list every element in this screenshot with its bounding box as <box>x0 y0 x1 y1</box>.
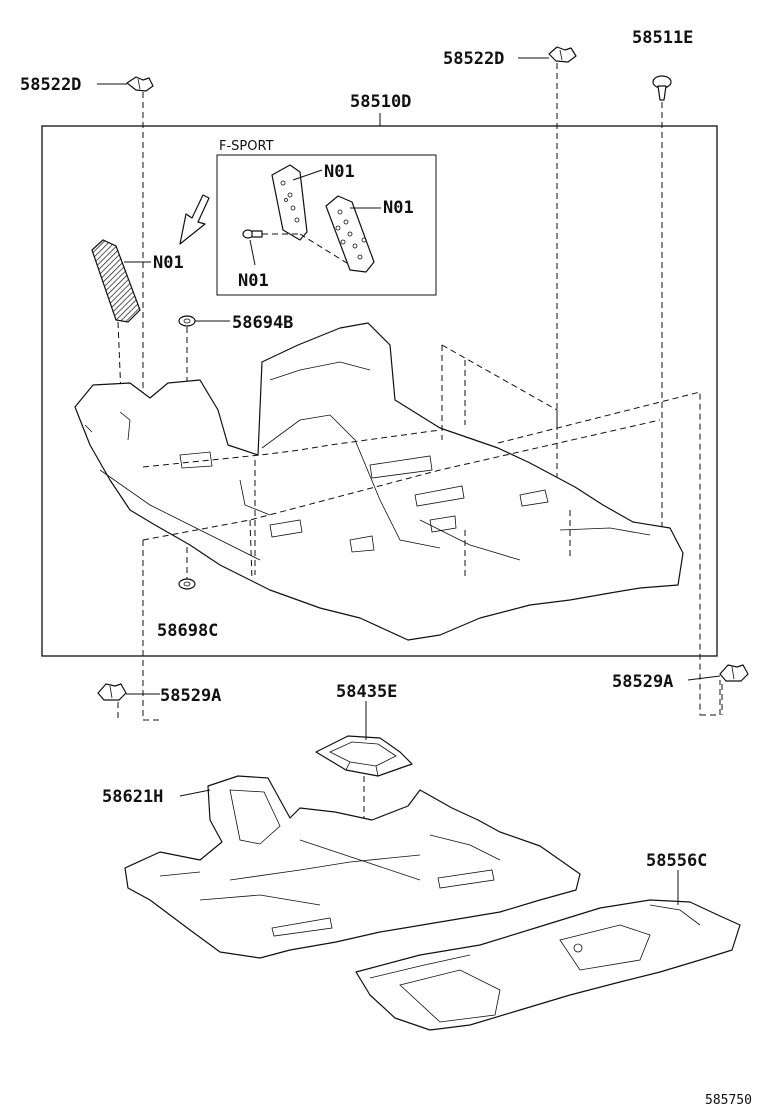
clip-58522D-right[interactable] <box>548 46 577 63</box>
brake-pedal-pad[interactable] <box>325 195 375 273</box>
carpet-dashed-outline <box>142 344 721 721</box>
label-58621H[interactable]: 58621H <box>102 787 163 807</box>
rear-silencer-58556C[interactable] <box>355 899 741 1031</box>
pedal-bolt[interactable] <box>242 229 263 239</box>
label-58511E[interactable]: 58511E <box>632 28 693 48</box>
accelerator-pedal-pad[interactable] <box>271 164 308 241</box>
diagram-code: 585750 <box>705 1093 752 1108</box>
tunnel-pad-58435E[interactable] <box>315 735 413 777</box>
clip-58522D-left[interactable] <box>126 76 154 92</box>
label-58698C[interactable]: 58698C <box>157 621 218 641</box>
floor-silencer-58621H[interactable] <box>124 775 581 959</box>
label-58694B[interactable]: 58694B <box>232 313 293 333</box>
floor-carpet[interactable] <box>74 322 684 641</box>
label-58510D[interactable]: 58510D <box>350 92 411 112</box>
clip-58529A-right[interactable] <box>719 664 749 682</box>
direction-arrow <box>179 194 210 245</box>
label-58435E[interactable]: 58435E <box>336 682 397 702</box>
label-58529A-left[interactable]: 58529A <box>160 686 221 706</box>
label-n01-pedal-upper[interactable]: N01 <box>324 162 355 182</box>
label-58522D-left[interactable]: 58522D <box>20 75 81 95</box>
pin-58511E[interactable] <box>652 75 672 101</box>
clip-58529A-left[interactable] <box>97 683 127 701</box>
grommet-58694B[interactable] <box>178 315 196 327</box>
label-58529A-right[interactable]: 58529A <box>612 672 673 692</box>
f-sport-box <box>216 154 437 296</box>
f-sport-title: F-SPORT <box>219 139 274 154</box>
label-58556C[interactable]: 58556C <box>646 851 707 871</box>
footrest-pad[interactable] <box>91 239 141 323</box>
label-n01-bolt[interactable]: N01 <box>238 271 269 291</box>
grommet-58698C[interactable] <box>178 578 196 590</box>
label-58522D-right[interactable]: 58522D <box>443 49 504 69</box>
label-n01-footrest[interactable]: N01 <box>153 253 184 273</box>
label-n01-pedal-right[interactable]: N01 <box>383 198 414 218</box>
